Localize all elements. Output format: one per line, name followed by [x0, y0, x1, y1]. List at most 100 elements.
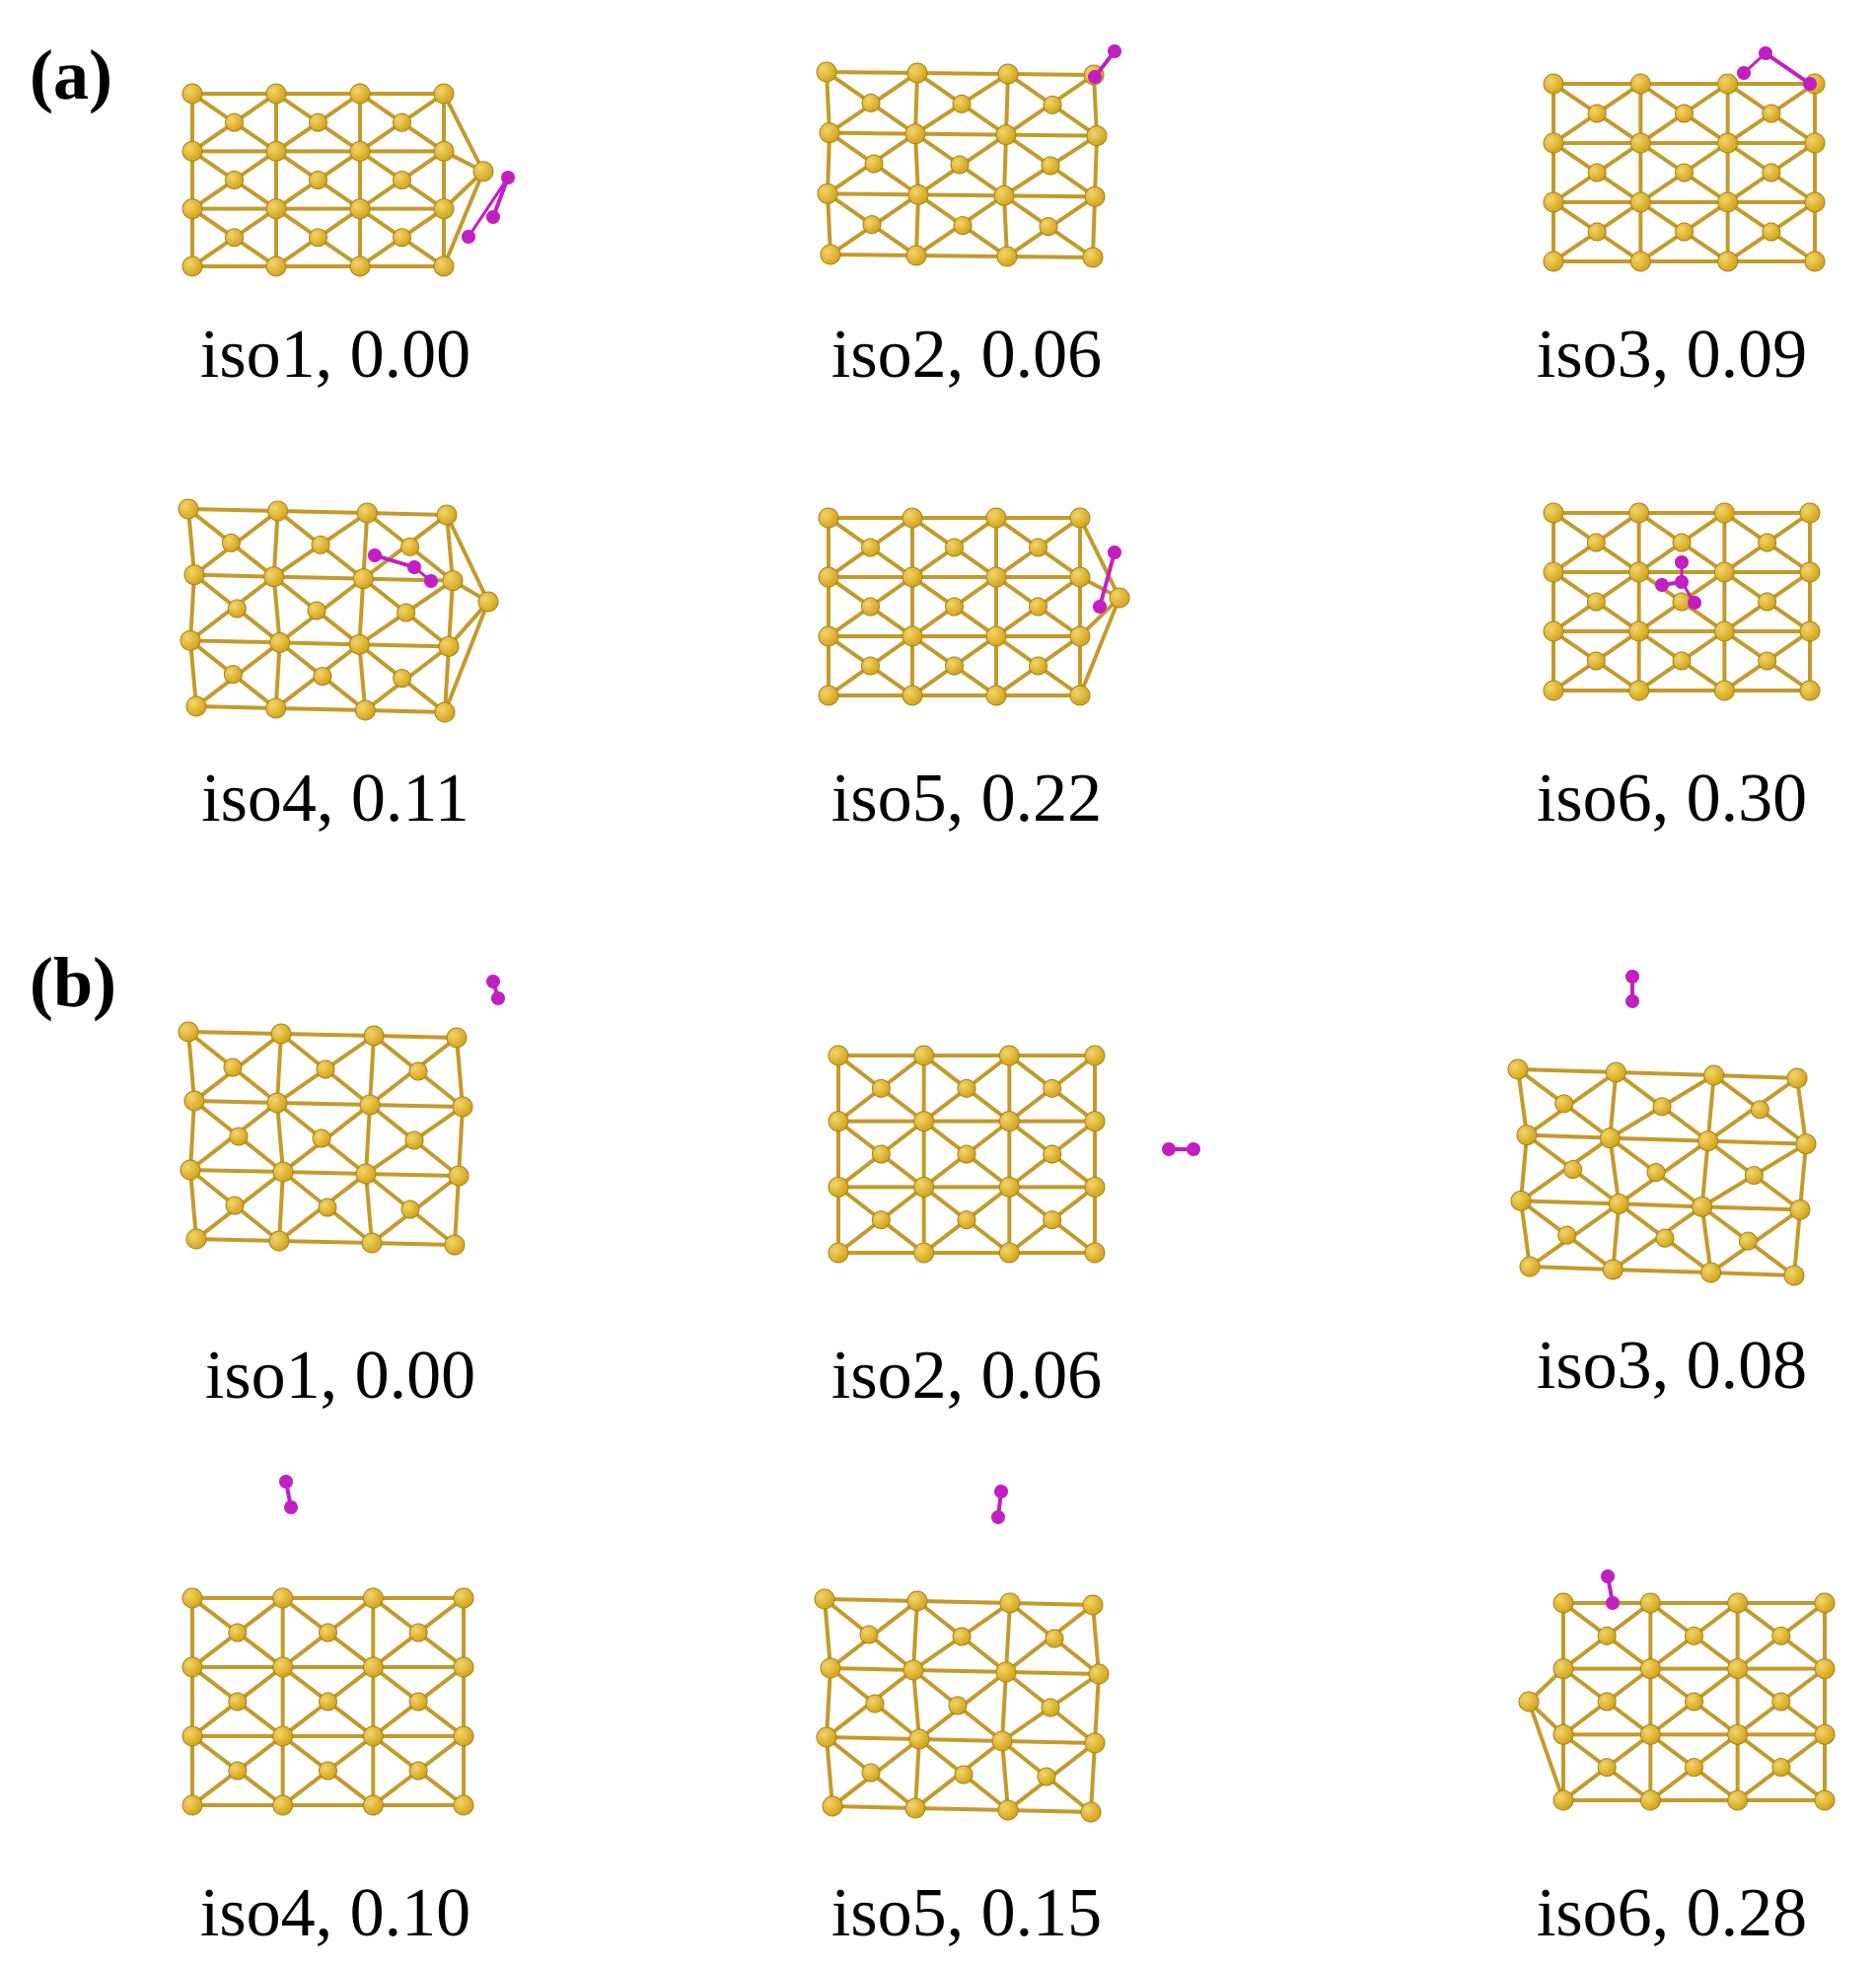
gold-atom [1697, 1130, 1719, 1152]
cluster-bond [911, 1668, 921, 1741]
gold-atom [1029, 597, 1047, 617]
gold-atom [1543, 620, 1564, 642]
gold-atom [957, 1210, 976, 1230]
cluster-bond [1000, 1739, 1097, 1745]
cluster-bond [186, 507, 196, 577]
gold-atom [393, 228, 411, 248]
gold-atom [952, 94, 972, 113]
ligand-molecule [991, 1485, 1008, 1524]
cluster-a-iso3 [1519, 39, 1874, 276]
cluster-bond [825, 1735, 921, 1741]
gold-atom [183, 564, 205, 586]
ligand-atom [991, 1510, 1005, 1524]
gold-atom [945, 597, 964, 617]
gold-atom [902, 566, 923, 588]
gold-atom [408, 1623, 428, 1642]
ligand-atom [486, 975, 500, 988]
ligand-molecule [486, 975, 505, 1005]
cluster-bond [829, 1666, 915, 1672]
gold-atom [1552, 1658, 1574, 1680]
gold-atom [985, 685, 1007, 706]
cluster-bond [188, 638, 282, 645]
caption-b-iso1: iso1, 0.00 [204, 1338, 476, 1414]
gold-atom [263, 566, 285, 588]
gold-atom [1084, 1176, 1106, 1198]
gold-atom [1045, 1629, 1064, 1648]
gold-atom [861, 1763, 881, 1783]
cluster-bond [828, 130, 917, 136]
ligand-atom [284, 1500, 298, 1514]
gold-atom [1713, 680, 1735, 701]
gold-atom [1713, 561, 1735, 583]
cluster-bond [1611, 1201, 1622, 1272]
gold-atom [452, 1096, 473, 1118]
cluster-bond [194, 1237, 281, 1243]
cluster-bond [1004, 1601, 1012, 1674]
cluster-bond [911, 1668, 1008, 1674]
cluster-bond [186, 507, 280, 513]
gold-atom [1041, 1698, 1060, 1717]
cluster-bond [1699, 1204, 1713, 1274]
ligand-atom [1601, 1569, 1615, 1583]
gold-atom [319, 1761, 337, 1781]
cluster-bond [365, 511, 449, 517]
gold-atom [225, 171, 244, 189]
cluster-bond [915, 71, 1010, 76]
gold-atom [1814, 1658, 1836, 1680]
gold-atom [818, 625, 839, 647]
ligand-atom [1108, 546, 1121, 559]
cluster-bond [368, 1103, 465, 1109]
gold-atom [433, 255, 455, 277]
ligand-atom [1162, 1142, 1176, 1156]
cluster-bond [271, 574, 282, 645]
gold-atom [991, 1730, 1013, 1752]
gold-atom [1639, 1592, 1661, 1614]
gold-atom [862, 215, 882, 235]
gold-atom [814, 1588, 835, 1610]
gold-atom [1587, 104, 1607, 123]
cluster-b-iso1-structure [178, 975, 505, 1256]
cluster-bond [916, 192, 1006, 198]
gold-atom [861, 597, 880, 617]
gold-atom [225, 228, 244, 248]
gold-atom [1543, 73, 1564, 95]
gold-atom [1799, 620, 1821, 642]
gold-atom [223, 665, 243, 685]
gold-atom [1758, 592, 1777, 612]
gold-atom [272, 1587, 294, 1609]
gold-atom [349, 83, 371, 105]
gold-atom [1543, 132, 1564, 154]
cluster-bond [281, 1170, 368, 1176]
gold-atom [436, 504, 458, 526]
gold-atom [393, 112, 411, 132]
cluster-bond [188, 572, 196, 643]
gold-atom [393, 669, 412, 689]
ligand-atom [1675, 575, 1689, 589]
gold-atom [397, 603, 416, 622]
cluster-bond [1705, 1138, 1808, 1146]
cluster-atoms [178, 498, 499, 723]
gold-atom [1783, 1265, 1805, 1286]
cluster-bond [364, 1172, 374, 1245]
ligand-bond [1098, 551, 1117, 608]
gold-atom [828, 1045, 849, 1066]
cluster-a-iso4-structure [178, 498, 499, 723]
caption-b-iso2: iso2, 0.06 [830, 1338, 1103, 1414]
cluster-bond [370, 1241, 457, 1247]
gold-atom [1084, 1242, 1106, 1264]
ligand-atom [368, 548, 382, 562]
gold-atom [183, 1090, 205, 1112]
gold-atom [1804, 132, 1826, 154]
gold-atom [902, 625, 923, 647]
cluster-bond [1002, 193, 1097, 199]
gold-atom [998, 1045, 1020, 1066]
cluster-b-iso1 [173, 975, 528, 1273]
gold-atom [1717, 251, 1739, 272]
cluster-bond [192, 1099, 279, 1105]
gold-atom [1771, 1626, 1791, 1645]
cluster-b-iso3 [1499, 967, 1854, 1292]
cluster-bond [1519, 1199, 1622, 1206]
gold-atom [272, 1794, 294, 1816]
gold-atom [1700, 1262, 1722, 1283]
gold-atom [1646, 1163, 1666, 1182]
